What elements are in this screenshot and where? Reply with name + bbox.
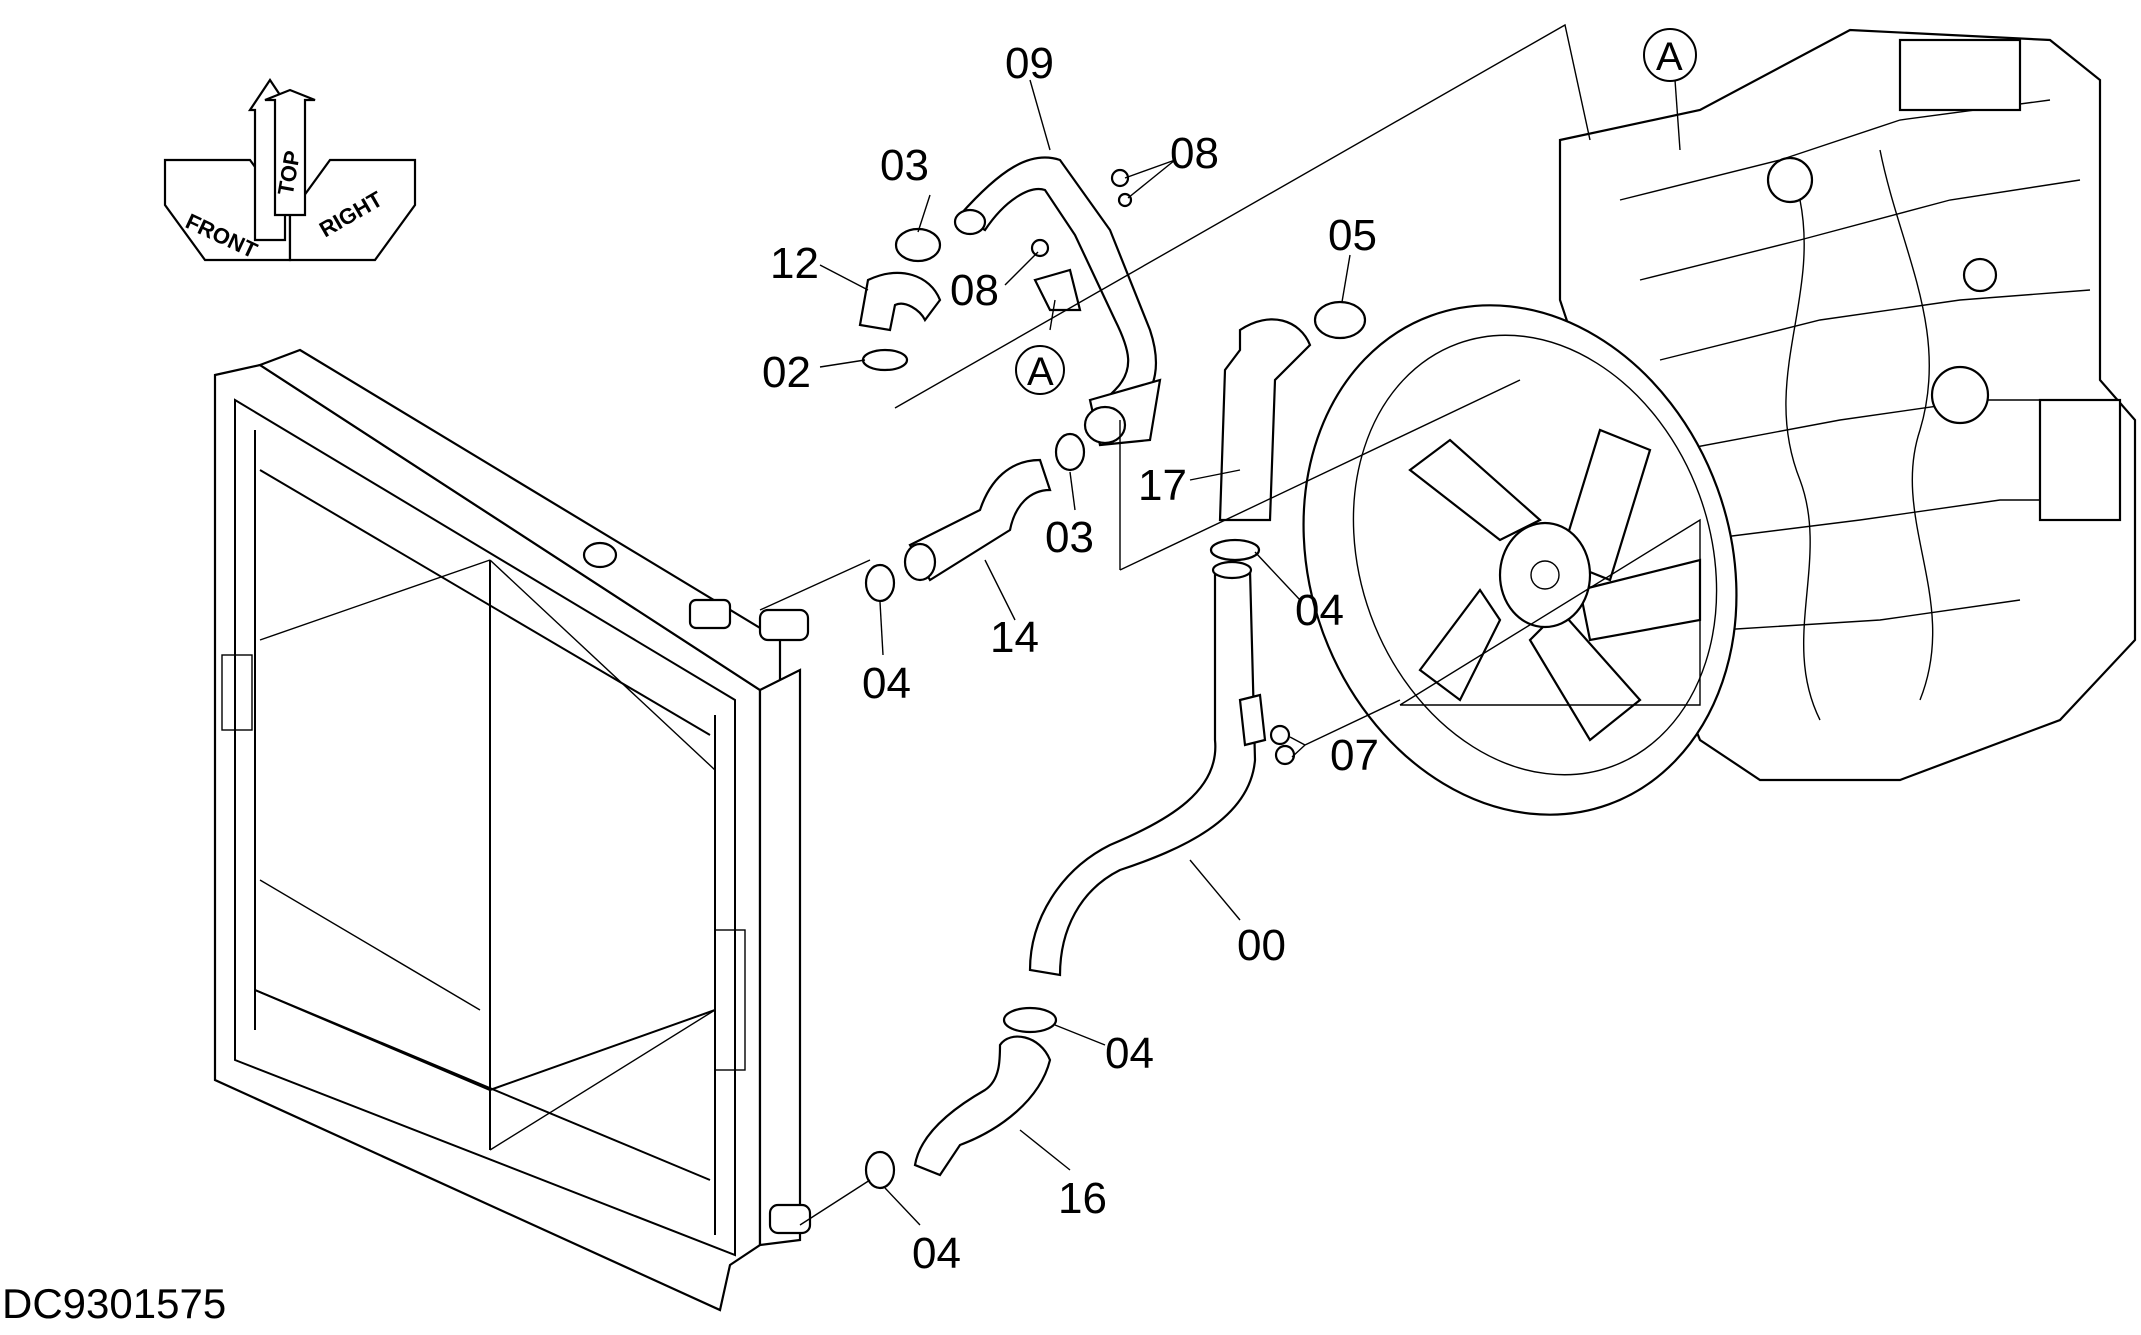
engine-assembly [1302,28,2137,816]
callout-labels: 09 03 08 12 08 02 A 05 17 03 04 04 14 07… [762,28,1697,1278]
orientation-icon: FRONT TOP RIGHT [163,78,417,263]
callout-04-left: 04 [862,659,911,708]
callout-02: 02 [762,348,811,397]
callout-08-top: 08 [1170,129,1219,178]
svg-text:A: A [1027,350,1054,394]
callout-07: 07 [1330,731,1379,780]
callout-09: 09 [1005,39,1054,88]
callout-03-mid: 03 [1045,513,1094,562]
callout-16: 16 [1058,1174,1107,1223]
drawing-id: DC9301575 [2,1280,226,1327]
callout-A-bracket: A [1015,345,1065,395]
callout-03-top: 03 [880,141,929,190]
callout-00: 00 [1237,921,1286,970]
leader-lines [759,23,1701,1226]
callout-14: 14 [990,613,1039,662]
callout-04-lower: 04 [1105,1029,1154,1078]
svg-text:A: A [1656,35,1683,79]
callout-12: 12 [770,239,819,288]
callout-05: 05 [1328,211,1377,260]
callout-08-mid: 08 [950,266,999,315]
callout-A-engine: A [1643,28,1697,82]
callout-04-upper: 04 [1295,586,1344,635]
callout-17: 17 [1138,461,1187,510]
radiator-assembly [213,348,812,1312]
callout-04-bottom: 04 [912,1229,961,1278]
